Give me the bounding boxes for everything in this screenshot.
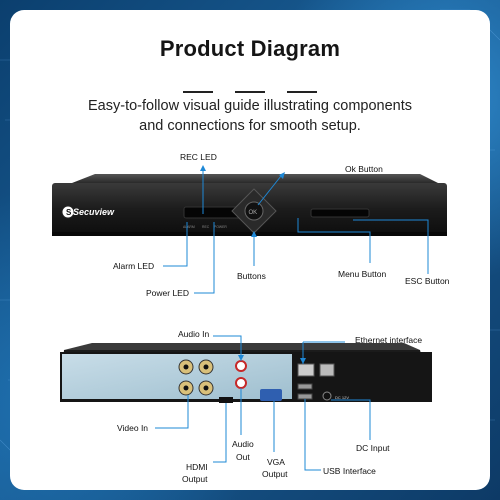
ethernet-interface-label: Ethernet interface (355, 335, 422, 345)
led-label-alarm: ALARM (183, 225, 195, 229)
brand-name: Secuview (73, 207, 115, 217)
led-label-rec: REC (202, 225, 210, 229)
dc-input-port (322, 391, 332, 401)
vga-output-label-2: Output (262, 469, 288, 479)
ethernet-port (297, 363, 315, 377)
dc-port-label: DC 12V (335, 395, 349, 400)
hdmi-port (219, 397, 233, 403)
buttons-label: Buttons (237, 271, 266, 281)
vga-output-label-1: VGA (267, 457, 285, 467)
ok-button-label: Ok Button (345, 164, 383, 174)
menu-esc-buttons[interactable] (310, 208, 370, 218)
subtitle-line-1: Easy-to-follow visual guide illustrating… (88, 98, 412, 114)
vga-port (260, 389, 282, 401)
back-callout-arrows (238, 355, 306, 364)
dc-input-label: DC Input (356, 443, 390, 453)
dvr-front-view: S Secuview ALARM REC POWER OK (52, 174, 447, 236)
content-card (10, 10, 490, 490)
power-led-label: Power LED (146, 288, 189, 298)
hdmi-output-label-1: HDMI (186, 462, 208, 472)
audio-out-port (235, 377, 247, 389)
audio-out-label-2: Out (236, 452, 250, 462)
usb-port-1 (297, 383, 313, 390)
ok-button[interactable] (244, 201, 264, 221)
rec-led-label: REC LED (180, 152, 217, 162)
audio-in-port (235, 360, 247, 372)
usb-interface-label: USB Interface (323, 466, 376, 476)
ok-glyph: OK (249, 210, 258, 216)
svg-text:S: S (66, 208, 72, 217)
page-title: Product Diagram (159, 36, 341, 61)
subtitle-line-2: and connections for smooth setup. (139, 118, 361, 134)
esc-button-label: ESC Button (405, 276, 450, 286)
front-callout-arrows (200, 165, 285, 237)
subtitle: Easy-to-follow visual guide illustrating… (40, 96, 460, 136)
led-label-power: POWER (214, 225, 227, 229)
audio-out-label-1: Audio (232, 439, 254, 449)
menu-button-label: Menu Button (338, 269, 386, 279)
title-divider (0, 80, 500, 98)
back-plate (62, 354, 292, 399)
hdmi-output-label-2: Output (182, 474, 208, 484)
video-in-ports (178, 359, 214, 396)
secuview-logo-icon (61, 205, 75, 219)
front-callout-lines (163, 167, 429, 294)
usb-port-2 (297, 393, 313, 400)
video-in-label: Video In (117, 423, 148, 433)
dvr-back-view: DC 12V (60, 343, 432, 403)
alarm-led-label: Alarm LED (113, 261, 154, 271)
audio-in-label: Audio In (178, 329, 209, 339)
back-callout-lines (155, 335, 371, 471)
